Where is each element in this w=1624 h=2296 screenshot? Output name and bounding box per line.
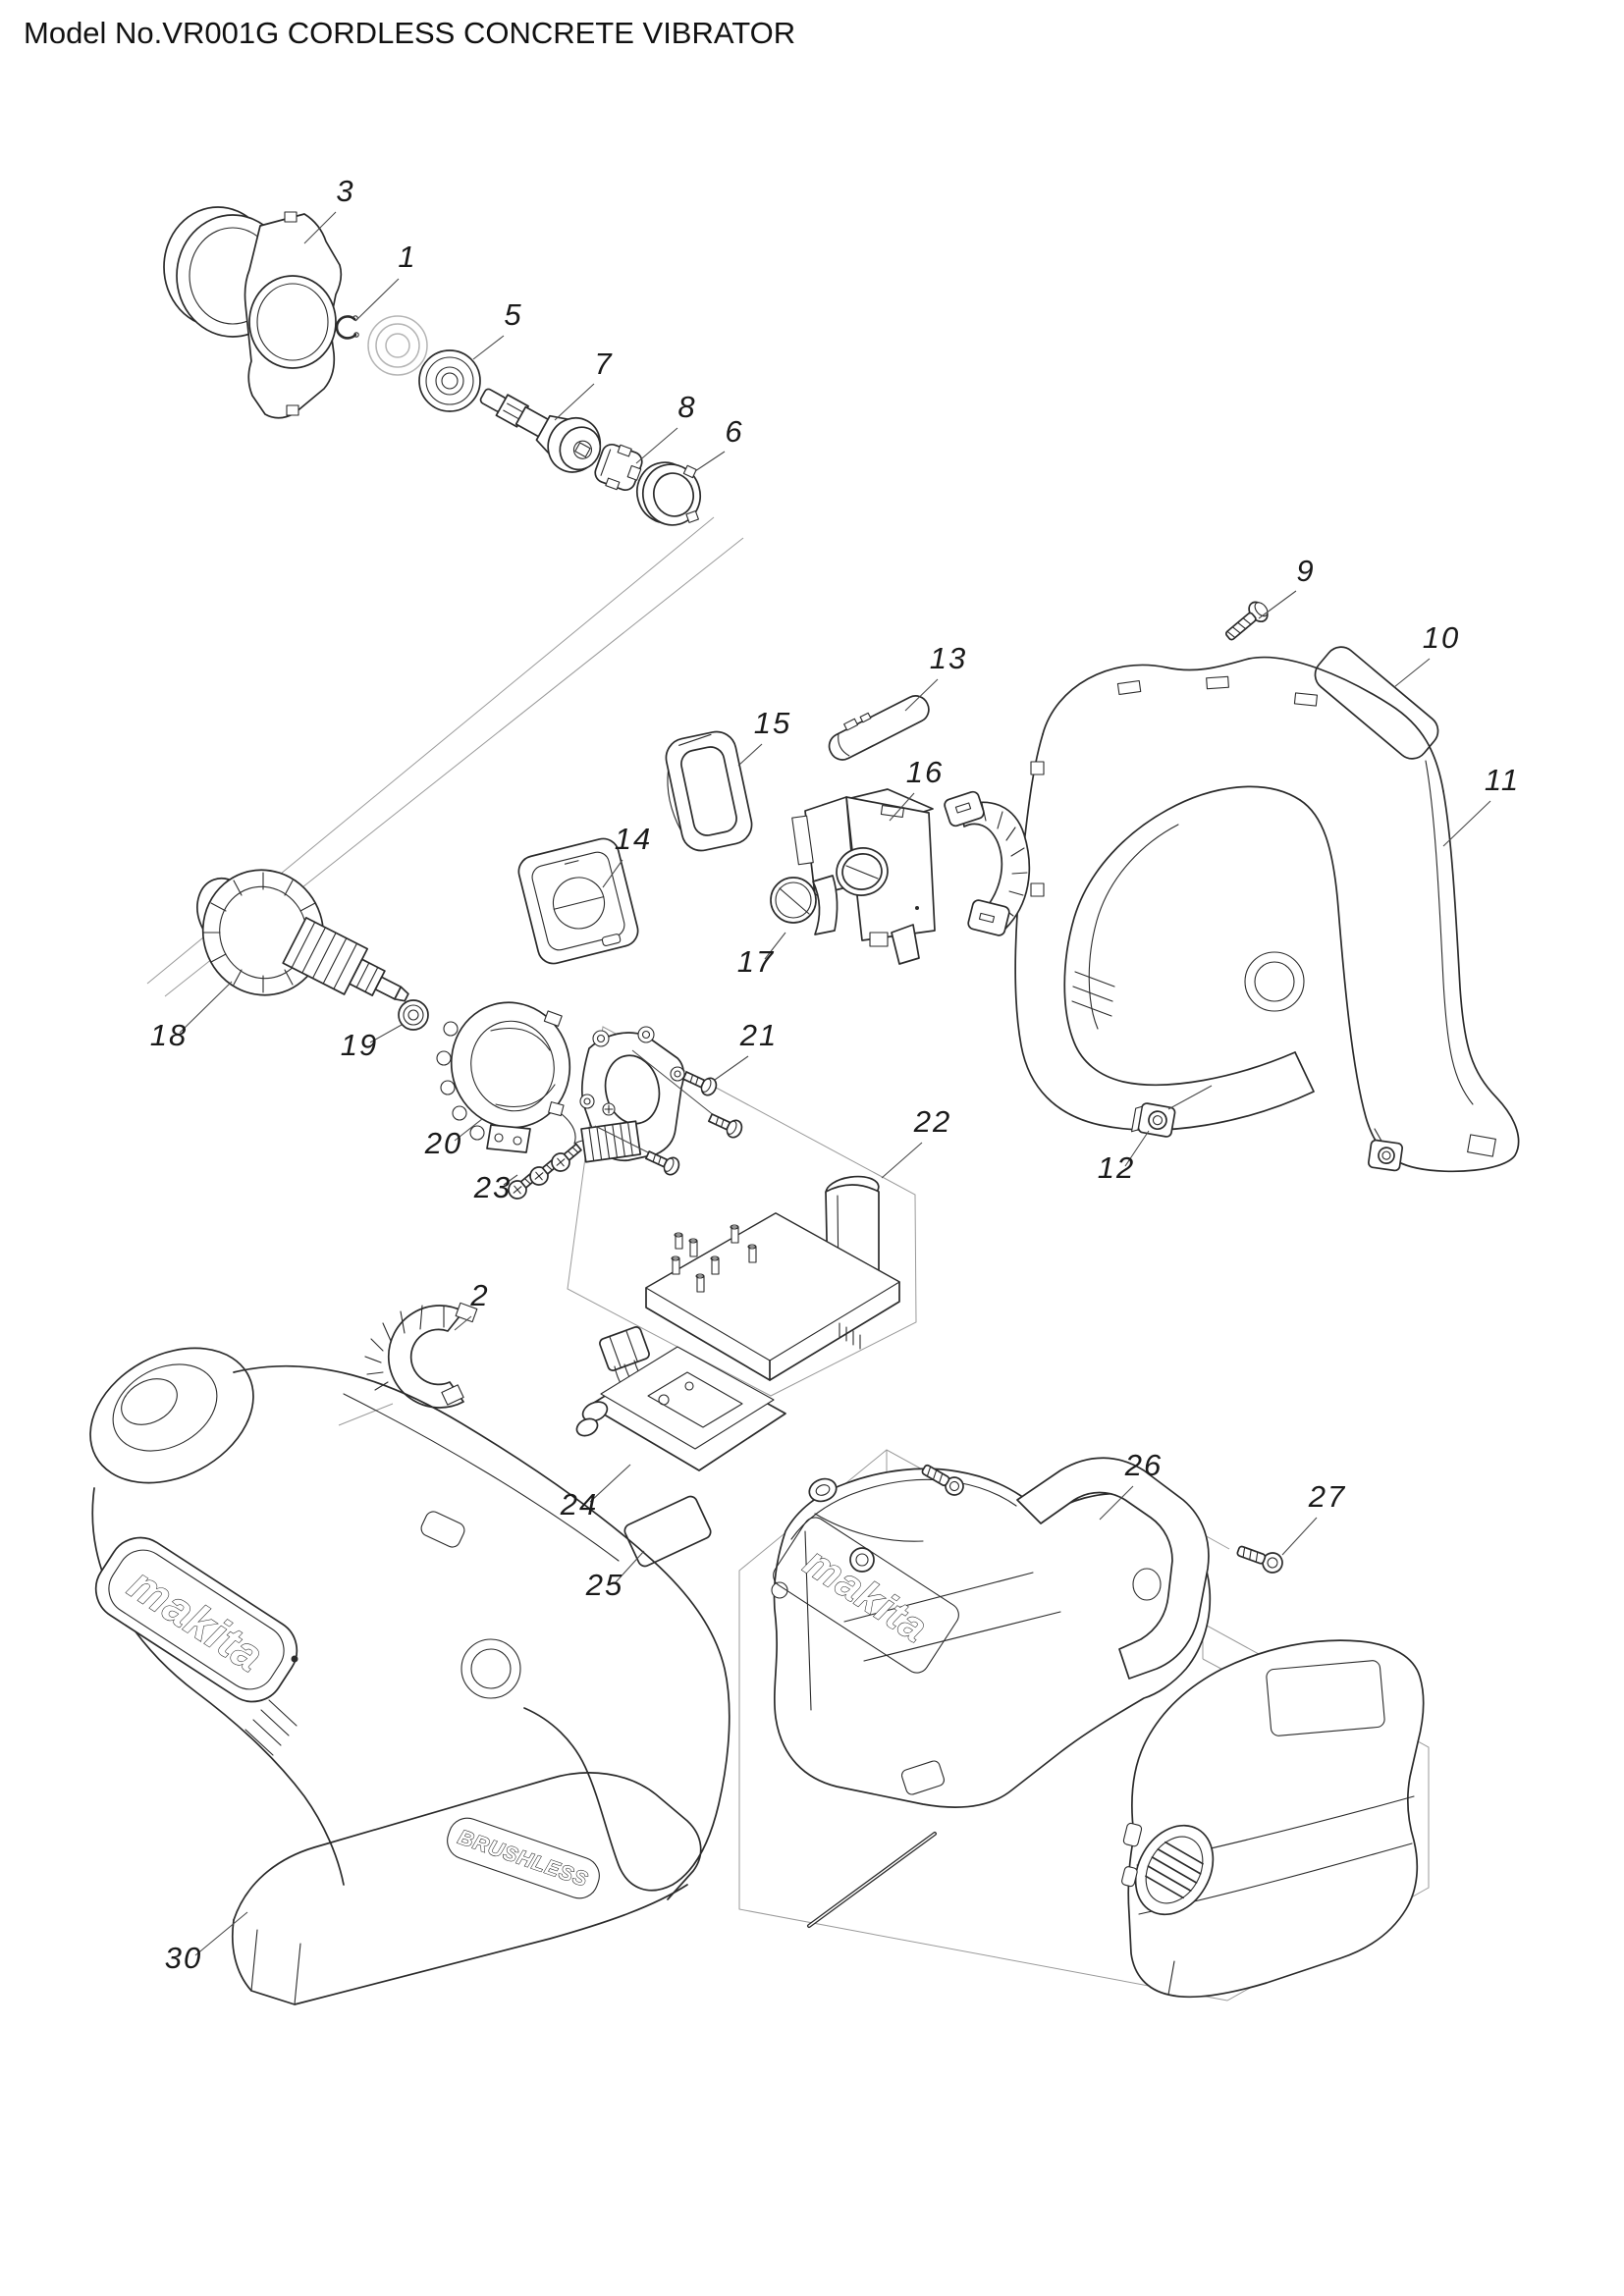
- part-13-cap: [828, 695, 930, 761]
- callout-21: 21: [739, 1018, 778, 1052]
- leader-line-11: [1442, 800, 1491, 847]
- part-23-screws: [508, 1143, 582, 1200]
- base-screw: [921, 1464, 964, 1496]
- callout-17: 17: [737, 944, 775, 979]
- callout-6: 6: [725, 414, 743, 449]
- leader-line-27: [1281, 1517, 1318, 1556]
- pin-rod: [807, 1832, 937, 1928]
- part-1-retaining-ring: [335, 315, 359, 340]
- callout-1: 1: [398, 240, 416, 274]
- callout-23: 23: [473, 1170, 512, 1204]
- part-17-knob: [770, 875, 839, 935]
- part-2-clamp: [364, 1302, 478, 1409]
- leader-line-5: [472, 335, 505, 360]
- pcb-posts: [671, 1224, 861, 1350]
- callout-2: 2: [469, 1278, 489, 1312]
- part-27-screw: [1236, 1545, 1283, 1574]
- leader-line-25: [615, 1550, 645, 1583]
- battery-cover: [1121, 1639, 1425, 1999]
- callout-12: 12: [1098, 1150, 1135, 1185]
- callout-19: 19: [341, 1028, 378, 1062]
- callout-13: 13: [930, 641, 967, 675]
- enclosure-box-controller: [567, 1026, 917, 1397]
- callout-15: 15: [754, 706, 791, 740]
- callout-14: 14: [615, 822, 652, 856]
- leader-line-13: [904, 678, 939, 712]
- part-25-sheet: [623, 1495, 712, 1568]
- part-10-name-plate: [1314, 646, 1439, 760]
- callout-11: 11: [1485, 763, 1520, 797]
- leader-line-14: [602, 859, 623, 888]
- callout-3: 3: [336, 174, 354, 208]
- leader-line-15: [737, 743, 763, 767]
- leader-line-1: [354, 278, 400, 322]
- motor-bracket: [579, 1026, 721, 1163]
- part-12-square-nut: [1131, 1102, 1403, 1172]
- part-19-bearing: [398, 999, 429, 1031]
- leader-line-18: [179, 981, 233, 1034]
- leader-line-3: [303, 211, 337, 244]
- leader-line-2: [454, 1315, 472, 1331]
- logo-registered-dot: [291, 1655, 298, 1663]
- leader-line-26: [1099, 1485, 1134, 1521]
- part-22-damper-base: [645, 1175, 900, 1381]
- part-11-housing-right: [1014, 656, 1520, 1173]
- part-7-spindle: [479, 388, 602, 473]
- part-20-stator: [436, 1001, 592, 1153]
- callout-26: 26: [1124, 1448, 1163, 1482]
- leader-line-9: [1258, 590, 1297, 619]
- leader-line-16: [889, 792, 915, 822]
- leader-line-12: [1167, 1085, 1213, 1110]
- leader-line-24: [589, 1464, 631, 1503]
- part-26-base: makita: [771, 1457, 1212, 1808]
- part-30-housing-left: makita BRUSHLESS: [89, 1347, 731, 2005]
- part-8-coupling: [594, 443, 643, 492]
- leader-line-21: [714, 1055, 749, 1081]
- leader-line-23: [503, 1174, 518, 1186]
- part-24-controller: [575, 1326, 786, 1471]
- leader-line-10: [1393, 658, 1431, 688]
- leader-line-30: [194, 1911, 248, 1956]
- wire-guide-duct: [944, 790, 1031, 936]
- leader-line-8: [635, 427, 678, 464]
- part-5-ball-bearings: [367, 315, 481, 412]
- part-16-switch: [791, 788, 936, 965]
- callout-10: 10: [1423, 620, 1460, 655]
- leader-line-19: [369, 1024, 403, 1043]
- part-9-screw: [1224, 601, 1269, 641]
- leader-line-20: [454, 1118, 483, 1142]
- leader-line-6: [694, 451, 726, 472]
- callout-7: 7: [594, 347, 613, 381]
- page-title: Model No.VR001G CORDLESS CONCRETE VIBRAT…: [24, 16, 795, 50]
- part-14-plate: [517, 837, 639, 965]
- callout-22: 22: [913, 1104, 951, 1139]
- leader-line-17: [764, 932, 786, 960]
- leader-line-12: [1124, 1130, 1150, 1167]
- callout-5: 5: [504, 297, 522, 332]
- callout-9: 9: [1296, 554, 1315, 588]
- part-21-screws: [644, 1071, 743, 1176]
- callout-16: 16: [906, 755, 944, 789]
- callout-24: 24: [560, 1487, 598, 1522]
- callout-20: 20: [424, 1126, 462, 1160]
- callout-18: 18: [150, 1018, 188, 1052]
- part-15-boot: [665, 730, 753, 852]
- callout-25: 25: [585, 1568, 623, 1602]
- callout-27: 27: [1308, 1479, 1346, 1514]
- part-6-lock-nut: [636, 461, 701, 526]
- callout-8: 8: [677, 390, 696, 424]
- leader-line-22: [881, 1142, 923, 1179]
- leader-line-7: [554, 383, 595, 421]
- callout-30: 30: [165, 1941, 202, 1975]
- part-3-bearing-box-cover: [163, 206, 343, 419]
- part-18-armature: [196, 869, 409, 1002]
